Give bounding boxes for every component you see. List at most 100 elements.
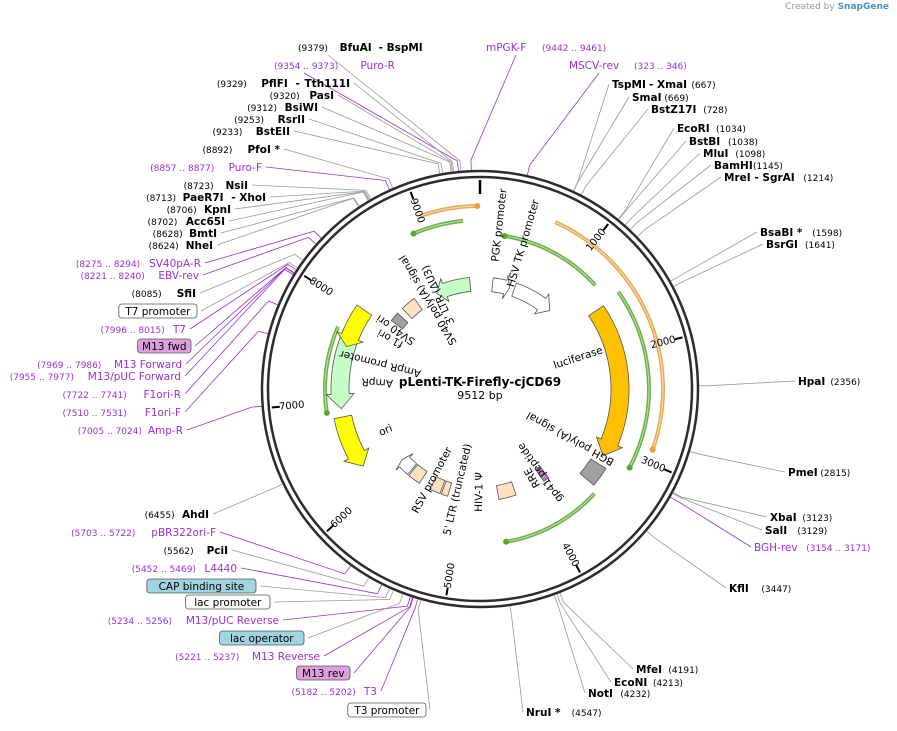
enzyme-name: RsrII	[278, 114, 305, 126]
site-label-left: L4440(5452 .. 5469)	[132, 563, 237, 575]
leader-line	[470, 54, 517, 171]
feature-label: HIV-1 Ψ	[473, 472, 486, 512]
feature-hsv-tk-promoter	[511, 282, 551, 315]
ring-tick	[602, 223, 610, 231]
site-label-left: BstEII(9233)	[212, 126, 290, 138]
enzyme-name: Puro-R	[360, 60, 395, 72]
site-label-left: RsrII(9253)	[234, 114, 305, 126]
enzyme-name: SgrAI	[762, 172, 794, 184]
leader-line	[240, 567, 383, 595]
leader-line	[670, 496, 752, 548]
site-label-top: (9379)BfuAI-BspMI	[298, 42, 423, 54]
leader-line	[220, 197, 360, 234]
site-label-left: M13 Forward (7969 .. 7986)	[37, 359, 182, 371]
leader-line	[251, 184, 372, 200]
feature-tag-label: lac promoter	[194, 597, 262, 609]
site-label-left: SfiI(8085)	[132, 288, 196, 300]
feature-rsv-promoter	[395, 453, 418, 476]
leader-line	[670, 231, 758, 282]
site-label-left: NheI(8624)	[149, 240, 213, 252]
enzyme-name: M13/pUC Forward	[88, 371, 181, 383]
enzyme-coord: (8628)	[153, 230, 183, 240]
site-label-left: BsiWI(9312)	[247, 102, 318, 114]
enzyme-name: T3	[363, 686, 377, 698]
site-label-left: Tth111I-PflFI(9329)	[217, 78, 350, 90]
plasmid-title: pLenti-TK-Firefly-cjCD69	[399, 375, 561, 389]
leader-line	[556, 593, 612, 683]
site-label-right: KflI(3447)	[729, 583, 791, 595]
leader-line	[273, 590, 394, 603]
leader-line	[353, 82, 454, 172]
site-label-left: M13 Reverse(5221 .. 5237)	[175, 651, 320, 663]
enzyme-coord: (8702)	[147, 218, 177, 228]
enzyme-name: M13 Reverse	[252, 651, 320, 663]
enzyme-name: EcoRI	[677, 123, 710, 135]
leader-line	[646, 530, 727, 589]
enzyme-name: PaeR7I	[183, 192, 224, 204]
enzyme-name: PmeI	[788, 467, 818, 479]
enzyme-name: XhoI	[239, 192, 266, 204]
leader-line	[184, 300, 278, 395]
site-label-right: XbaI(3123)	[770, 512, 832, 524]
site-label-right: EcoRI(1034)	[677, 123, 746, 135]
leader-line	[194, 267, 295, 347]
enzyme-name: PflFI	[261, 78, 288, 90]
leader-line	[526, 72, 600, 176]
enzyme-coord: (2356)	[830, 378, 860, 388]
feature-tag-box	[118, 303, 198, 319]
enzyme-sep: -	[295, 78, 299, 90]
site-label-left: BmtI (8628)	[153, 228, 217, 240]
enzyme-name: BfuAI	[340, 42, 372, 54]
enzyme-coord: (1098)	[735, 150, 765, 160]
enzyme-name: F1ori-F	[145, 407, 181, 419]
enzyme-name: BspMI	[387, 42, 423, 54]
site-label-right: MreI-SgrAI(1214)	[724, 172, 833, 184]
site-label-left: Acc65I(8702)	[147, 216, 225, 228]
orf-arrowhead	[649, 446, 656, 453]
site-label-right: BGH-rev(3154 .. 3171)	[754, 542, 870, 554]
leader-line	[307, 593, 404, 639]
feature-tag-box	[137, 338, 192, 354]
feature-label: luciferase	[552, 344, 604, 371]
snapgene-credit: Created by SnapGene	[785, 2, 889, 12]
enzyme-coord: (323 .. 346)	[634, 62, 687, 72]
enzyme-coord: (9320)	[270, 92, 300, 102]
enzyme-name: MluI	[703, 148, 728, 160]
enzyme-name: NruI *	[526, 707, 561, 719]
enzyme-name: BmtI	[189, 228, 217, 240]
enzyme-coord: (4213)	[653, 679, 683, 689]
enzyme-name: XmaI	[657, 79, 687, 91]
leader-line	[580, 108, 649, 196]
leader-line	[323, 597, 414, 657]
enzyme-coord: (7969 .. 7986)	[37, 361, 101, 371]
plasmid-length: 9512 bp	[457, 389, 502, 402]
orf-arrowhead	[323, 409, 330, 416]
leader-line	[184, 268, 294, 377]
enzyme-name: SalI	[765, 525, 787, 537]
site-label-right: MluI (1098)	[703, 148, 765, 160]
enzyme-coord: (4547)	[572, 709, 602, 719]
enzyme-coord: (3123)	[802, 514, 832, 524]
enzyme-name: M13 Forward	[114, 359, 182, 371]
leader-line	[185, 267, 295, 365]
enzyme-name: SmaI	[632, 92, 662, 104]
site-labels: TspMI-XmaI(667)SmaI(669)BstZ17I(728)EcoR…	[10, 42, 871, 719]
site-label-left: T7 promoter	[118, 303, 198, 319]
leader-line	[204, 230, 322, 264]
orf-arc	[505, 492, 596, 544]
enzyme-coord: (9329)	[217, 80, 247, 90]
feature-tag-box	[296, 665, 351, 681]
enzyme-coord: (8713)	[146, 194, 176, 204]
leader-line	[308, 118, 444, 174]
ring-tick	[445, 587, 449, 596]
leader-line	[293, 130, 441, 174]
leader-line	[265, 166, 390, 190]
enzyme-coord: (2815)	[820, 469, 850, 479]
enzyme-coord: (8275 .. 8294)	[76, 260, 140, 270]
leader-line	[689, 450, 786, 473]
leader-line	[353, 597, 414, 674]
enzyme-coord: (1038)	[728, 138, 758, 148]
feature-pgk-promoter	[491, 275, 510, 299]
orf-arc-highlight	[554, 221, 664, 450]
